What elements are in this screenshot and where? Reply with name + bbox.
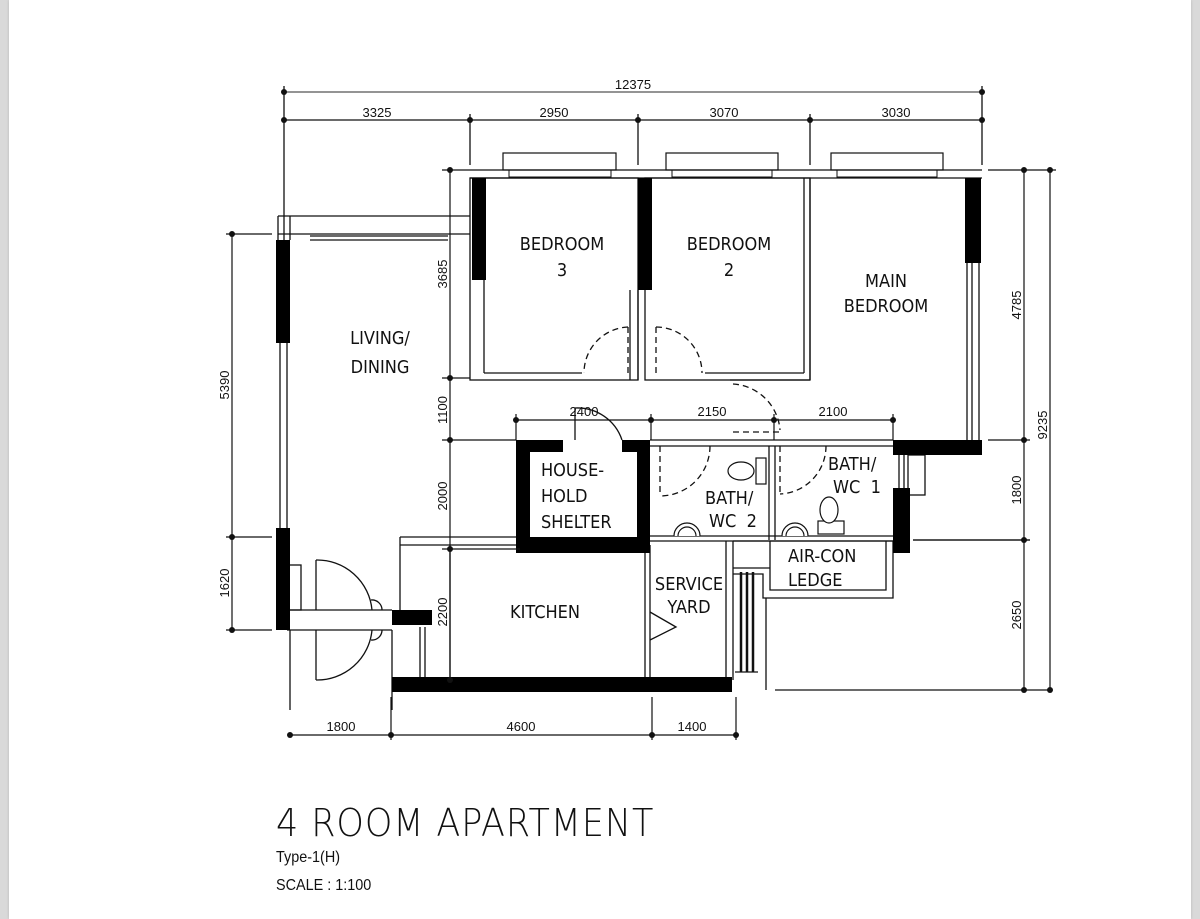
dim-inner-left-1: 3685 [435,260,450,289]
svg-text:2: 2 [724,260,734,281]
dim-mid-1: 2400 [570,404,599,419]
room-household-shelter: HOUSE- HOLD SHELTER [541,460,612,533]
dim-top-total: 12375 [615,77,651,92]
dim-mid-2: 2150 [698,404,727,419]
room-main-bedroom: MAIN BEDROOM [844,271,929,317]
svg-text:KITCHEN: KITCHEN [510,602,580,623]
svg-text:WC 2: WC 2 [709,511,757,532]
dim-bottom-1: 1800 [327,719,356,734]
svg-text:SHELTER: SHELTER [541,512,612,533]
plan-title: 4 ROOM APARTMENT [276,801,655,845]
svg-text:SERVICE: SERVICE [655,574,723,595]
room-kitchen: KITCHEN [510,602,580,623]
dim-right-1: 4785 [1009,291,1024,320]
svg-text:BATH/: BATH/ [705,488,754,509]
svg-text:3: 3 [557,260,567,281]
dim-right-3: 2650 [1009,601,1024,630]
room-bedroom-2: BEDROOM 2 [687,234,772,281]
dim-inner-left-4: 2200 [435,598,450,627]
room-living-dining: LIVING/ DINING [350,328,410,378]
dim-mid-3: 2100 [819,404,848,419]
svg-text:HOLD: HOLD [541,486,587,507]
room-bath-wc-2: BATH/ WC 2 [705,488,757,532]
dim-right-2: 1800 [1009,476,1024,505]
svg-text:BEDROOM: BEDROOM [844,296,929,317]
svg-text:BATH/: BATH/ [828,454,877,475]
dim-bottom-2: 4600 [507,719,536,734]
svg-text:YARD: YARD [666,597,710,618]
svg-text:AIR-CON: AIR-CON [788,546,856,567]
dim-bottom-3: 1400 [678,719,707,734]
dim-right-total: 9235 [1035,411,1050,440]
dim-inner-left-3: 2000 [435,482,450,511]
dim-top-3: 3070 [710,105,739,120]
svg-text:LIVING/: LIVING/ [350,328,410,349]
svg-text:MAIN: MAIN [865,271,907,292]
title-block: 4 ROOM APARTMENT Type-1(H) SCALE : 1:100 [276,800,687,898]
dim-left-2: 1620 [217,569,232,598]
dim-top-4: 3030 [882,105,911,120]
plan-type: Type-1(H) [276,849,341,866]
room-bath-wc-1: BATH/ WC 1 [828,454,881,498]
svg-text:WC 1: WC 1 [833,477,881,498]
svg-text:DINING: DINING [351,357,410,378]
dim-left-1: 5390 [217,371,232,400]
room-service-yard: SERVICE YARD [655,574,723,618]
dim-inner-left-2: 1100 [435,396,450,424]
dim-top-1: 3325 [363,105,392,120]
dim-top-2: 2950 [540,105,569,120]
room-bedroom-3: BEDROOM 3 [520,234,605,281]
svg-text:BEDROOM: BEDROOM [687,234,772,255]
svg-text:HOUSE-: HOUSE- [541,460,604,481]
room-aircon-ledge: AIR-CON LEDGE [788,546,856,591]
svg-text:LEDGE: LEDGE [788,570,843,591]
plan-scale: SCALE : 1:100 [276,877,372,894]
svg-text:BEDROOM: BEDROOM [520,234,605,255]
